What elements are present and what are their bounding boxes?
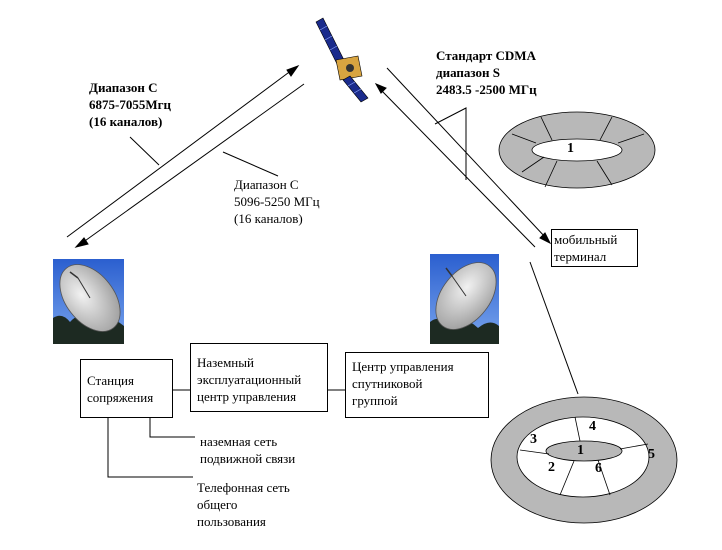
beam-bottom-cell-2: 2 xyxy=(548,460,555,475)
band-c-downlink-label: Диапазон С 5096-5250 МГц (16 каналов) xyxy=(234,177,320,226)
gateway-station-box: Станция сопряжения xyxy=(80,359,173,418)
beam-bottom-cell-3: 3 xyxy=(530,432,537,447)
antenna-left-icon xyxy=(53,259,124,344)
public-phone-network-label: Телефонная сеть общего пользования xyxy=(197,480,290,529)
c-band-link-arrows xyxy=(66,64,305,248)
antenna-right-icon xyxy=(430,254,499,344)
beam-bottom-cell-4: 4 xyxy=(589,419,596,434)
ground-control-center-box: Наземный эксплуатационный центр управлен… xyxy=(190,343,328,412)
callout-leaders xyxy=(129,107,579,395)
beam-bottom-cell-6: 6 xyxy=(595,461,602,476)
mobile-terminal-box: мобильный терминал xyxy=(551,229,638,267)
beam-bottom-cell-1: 1 xyxy=(577,443,584,458)
ground-mobile-network-label: наземная сеть подвижной связи xyxy=(200,434,296,466)
beam-coverage-bottom xyxy=(490,396,678,524)
satellite-icon xyxy=(315,17,369,103)
ground-connectors xyxy=(107,389,345,478)
band-c-uplink-label: Диапазон С 6875-7055Мгц (16 каналов) xyxy=(89,80,171,129)
beam-top-cell-1: 1 xyxy=(567,141,574,156)
cdma-standard-label: Стандарт CDMA диапазон S 2483.5 -2500 МГ… xyxy=(436,48,537,97)
beam-coverage-top xyxy=(498,111,656,189)
beam-bottom-cell-5: 5 xyxy=(648,447,655,462)
constellation-control-center-box: Центр управления спутниковой группой xyxy=(345,352,489,418)
